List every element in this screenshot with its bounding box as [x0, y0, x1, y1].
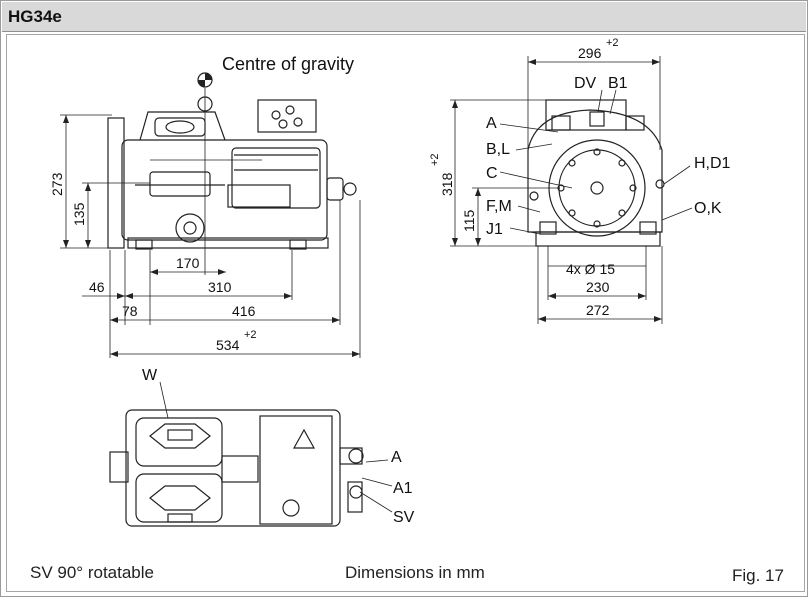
units-note: Dimensions in mm: [345, 563, 485, 582]
dim-296: 296: [578, 45, 602, 61]
tol-296: +2: [606, 37, 619, 49]
port-b1: B1: [608, 75, 628, 92]
dim-273: 273: [49, 172, 65, 196]
port-a-top: A: [391, 449, 402, 466]
dim-416: 416: [232, 303, 256, 319]
port-hd1: H,D1: [694, 155, 731, 172]
rotatable-note: SV 90° rotatable: [30, 563, 154, 582]
port-w: W: [142, 367, 158, 384]
figure-number: Fig. 17: [732, 566, 784, 585]
port-ok: O,K: [694, 200, 722, 217]
dim-318: 318: [439, 172, 455, 196]
front-view-compressor: [527, 99, 665, 247]
dim-46: 46: [89, 279, 105, 295]
port-sv: SV: [393, 509, 415, 526]
dim-310: 310: [208, 279, 232, 295]
tol-534: +2: [244, 329, 257, 341]
tol-318: +2: [429, 153, 441, 166]
port-a1: A1: [393, 480, 413, 497]
model-title: HG34e: [8, 7, 62, 26]
header-bar: HG34e: [2, 2, 806, 32]
top-view-compressor: [109, 381, 393, 527]
dim-holes: 4x Ø 15: [566, 261, 615, 277]
dim-170: 170: [176, 255, 200, 271]
dim-115: 115: [461, 209, 477, 232]
port-bl: B,L: [486, 141, 510, 158]
side-view-compressor: [107, 96, 357, 250]
dim-230: 230: [586, 279, 610, 295]
port-fm: F,M: [486, 198, 512, 215]
centre-of-gravity-label: Centre of gravity: [222, 54, 354, 74]
dim-78: 78: [122, 303, 138, 319]
port-a-front: A: [486, 115, 497, 132]
dim-135: 135: [71, 202, 87, 226]
port-dv: DV: [574, 75, 597, 92]
dim-272: 272: [586, 302, 610, 318]
dim-534: 534: [216, 337, 240, 353]
drawing-panel: [6, 34, 805, 592]
port-j1: J1: [486, 221, 503, 238]
port-c: C: [486, 165, 498, 182]
